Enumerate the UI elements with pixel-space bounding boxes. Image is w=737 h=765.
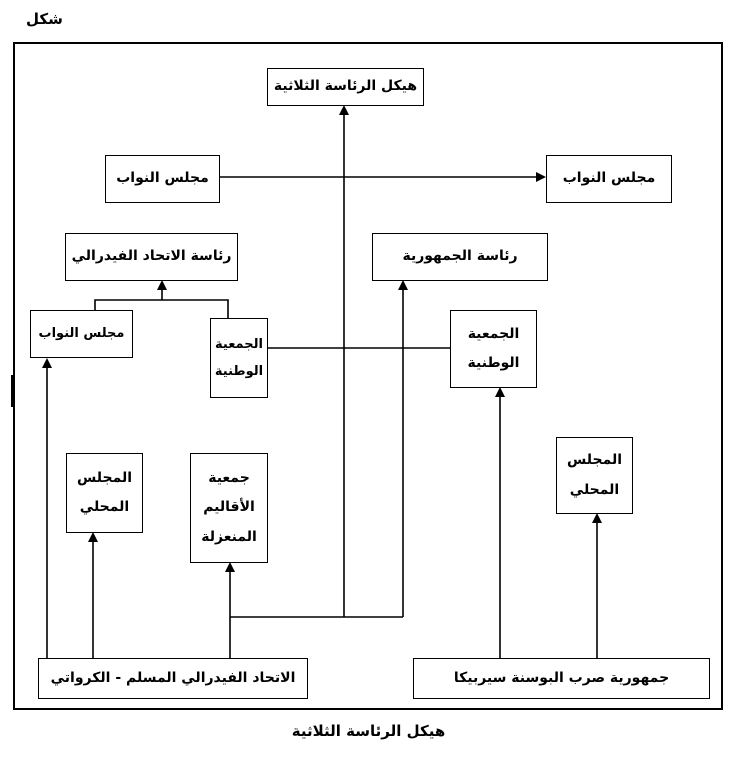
box-muslim-croat-federation: الاتحاد الفيدرالي المسلم - الكرواتي xyxy=(38,658,308,699)
box-federal-union-presidency: رئاسة الاتحاد الفيدرالي xyxy=(65,233,238,281)
box-isolated-regions-assembly: جمعية الأقاليم المنعزلة xyxy=(190,453,268,563)
box-national-assembly-center: الجمعية الوطنية xyxy=(210,318,268,398)
diagram-frame xyxy=(13,42,723,710)
box-deputies-small: مجلس النواب xyxy=(30,310,133,358)
box-serb-republic: جمهورية صرب البوسنة سيربيكا xyxy=(413,658,710,699)
box-tripartite-presidency: هيكل الرئاسة الثلاثية xyxy=(267,68,424,106)
box-deputies-left: مجلس النواب xyxy=(105,155,220,203)
box-local-council-left: المجلس المحلي xyxy=(66,453,143,533)
frame-border-artifact xyxy=(11,375,15,407)
box-republic-presidency: رئاسة الجمهورية xyxy=(372,233,548,281)
diagram-caption: هيكل الرئاسة الثلاثية xyxy=(291,722,446,740)
box-national-assembly-right: الجمعية الوطنية xyxy=(450,310,537,388)
figure-label: شكل xyxy=(26,10,63,28)
box-local-council-right: المجلس المحلي xyxy=(556,437,633,514)
box-deputies-right: مجلس النواب xyxy=(546,155,672,203)
